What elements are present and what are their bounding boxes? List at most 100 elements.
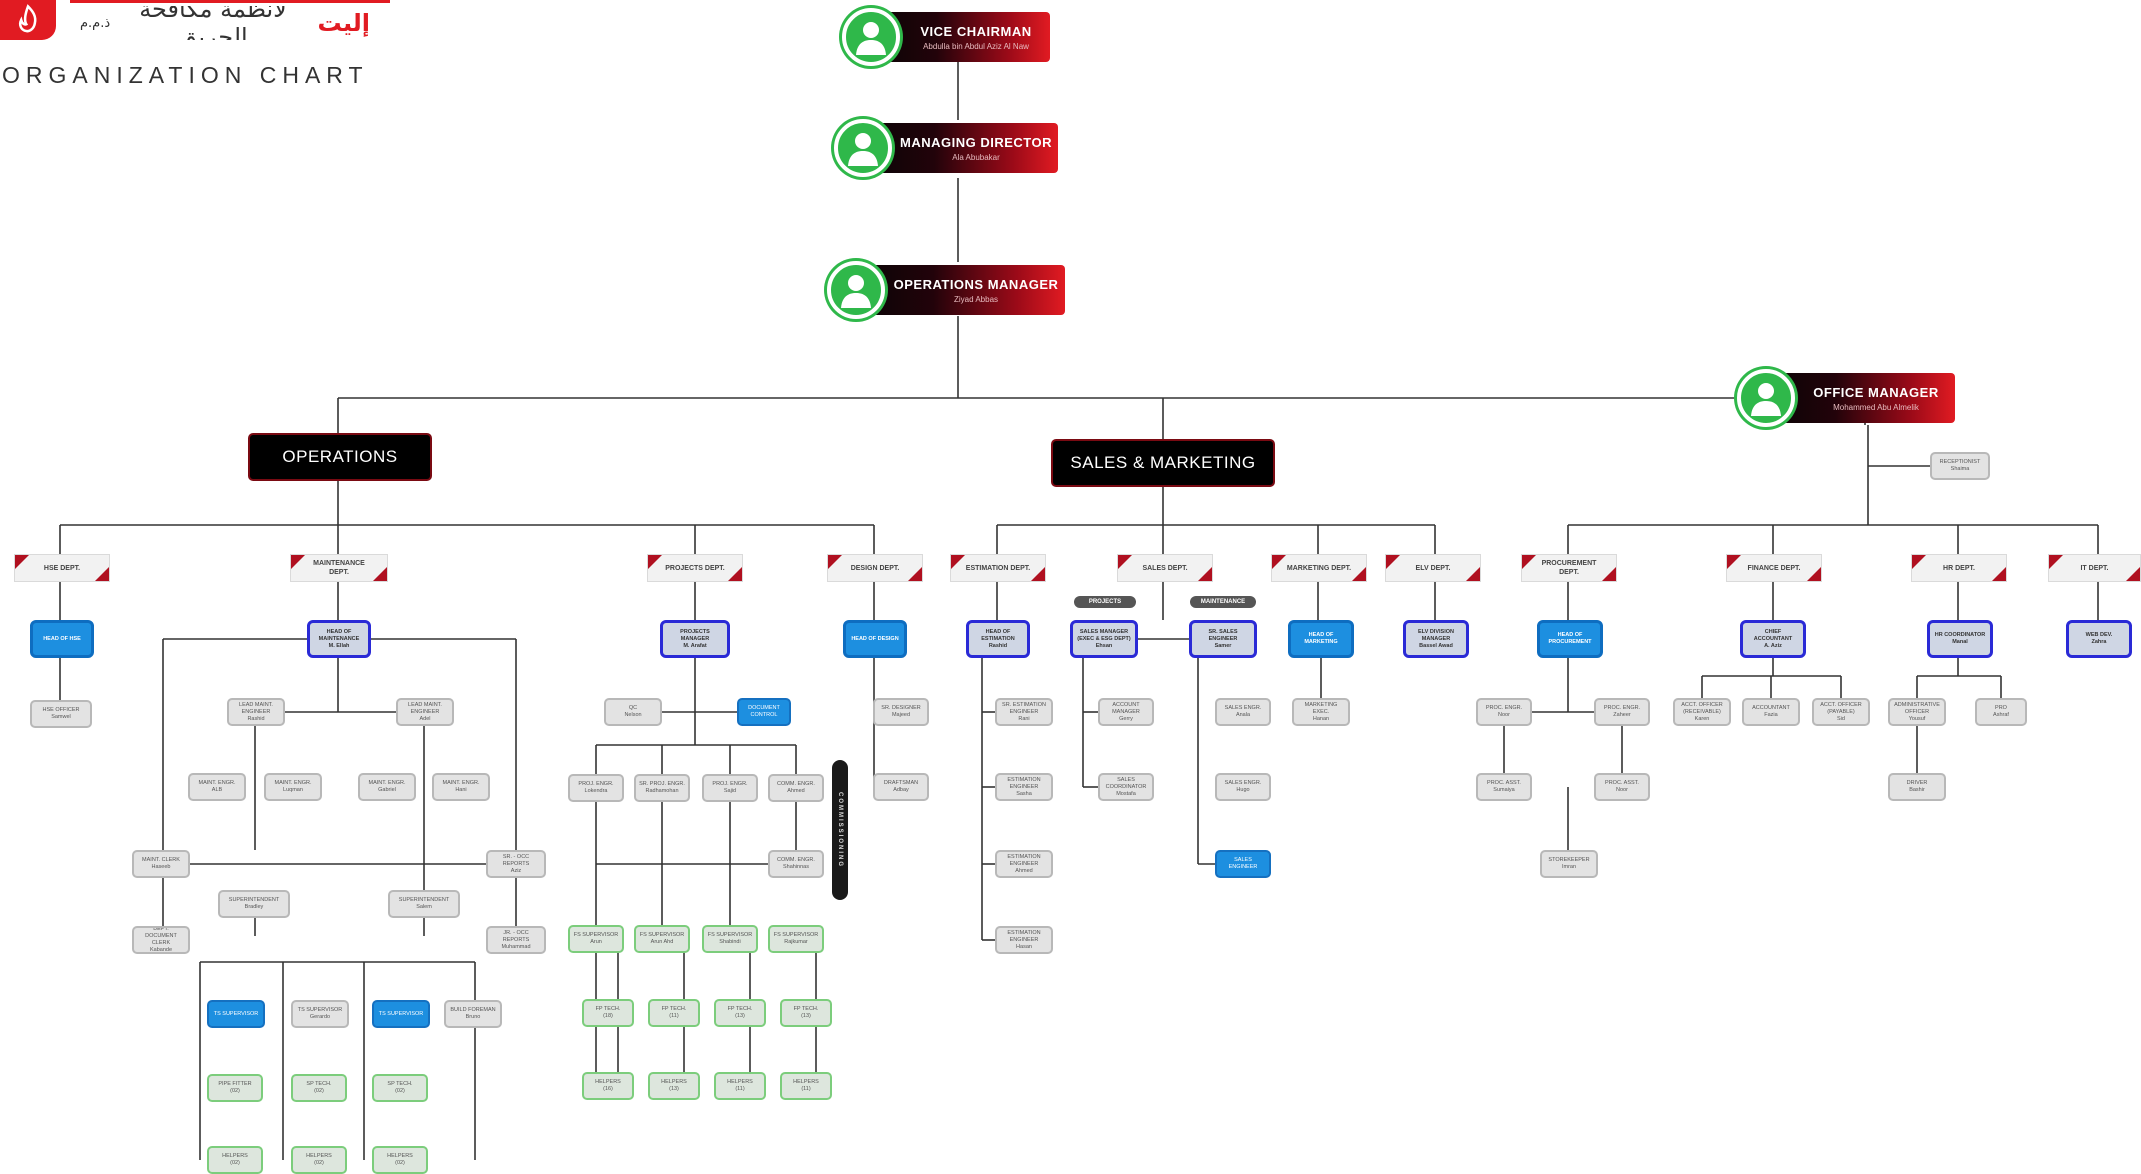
staff-card-s_ft2: FP TECH. (11) xyxy=(648,999,700,1027)
staff-card-s_ts1: TS SUPERVISOR xyxy=(207,1000,265,1028)
staff-card-s_ac2: ACCOUNTANT Fazia xyxy=(1742,698,1800,726)
staff-card-s_hr2: PRO Ashraf xyxy=(1975,698,2027,726)
exec-title: VICE CHAIRMAN xyxy=(920,23,1032,39)
staff-card-s_me2: MAINT. ENGR. Luqman xyxy=(264,773,322,801)
dept-tab-dsg: DESIGN DEPT. xyxy=(827,554,923,582)
staff-card-s_hr3: DRIVER Bashir xyxy=(1888,773,1946,801)
staff-card-s_hp3: HELPERS (11) xyxy=(714,1072,766,1100)
staff-card-s_qc: QC Nelson xyxy=(604,698,662,726)
exec-name: Ala Abubakar xyxy=(952,152,1000,162)
dept-tab-prj: PROJECTS DEPT. xyxy=(647,554,743,582)
dept-tab-mnt: MAINTENANCE DEPT. xyxy=(290,554,388,582)
staff-card-s_me4: MAINT. ENGR. Hani xyxy=(432,773,490,801)
person-avatar-icon xyxy=(834,119,892,177)
staff-card-s_dsg2: DRAFTSMAN Adbay xyxy=(873,773,929,801)
staff-card-s_es3: ESTIMATION ENGINEER Ahmed xyxy=(995,850,1053,878)
dept-tab-it: IT DEPT. xyxy=(2048,554,2141,582)
exec-name: Mohammed Abu Almelik xyxy=(1833,402,1919,412)
staff-card-s_doc: DEPT. DOCUMENT CLERK Kabande xyxy=(132,926,190,954)
head-card-h_sal2: SR. SALES ENGINEER Samer xyxy=(1189,620,1257,658)
staff-card-s_hl3: HELPERS (02) xyxy=(372,1146,428,1174)
staff-card-s_pr4: PROC. ASST. Noor xyxy=(1594,773,1650,801)
staff-card-s_es4: ESTIMATION ENGINEER Hasan xyxy=(995,926,1053,954)
staff-card-s_hl1: HELPERS (02) xyxy=(207,1146,263,1174)
head-card-h_prj: PROJECTS MANAGER M. Arafat xyxy=(660,620,730,658)
flame-logo-icon xyxy=(0,0,56,40)
department-label-ops: OPERATIONS xyxy=(250,435,430,479)
person-silhouette-icon xyxy=(848,133,878,166)
staff-card-s_ft3: FP TECH. (13) xyxy=(714,999,766,1027)
staff-card-s_pt1: PIPE FITTER (02) xyxy=(207,1074,263,1102)
staff-card-s_se1: SALES ENGR. Anala xyxy=(1215,698,1271,726)
dept-tab-mkt: MARKETING DEPT. xyxy=(1271,554,1367,582)
staff-card-s_ce2: COMM. ENGR. Shahinnas xyxy=(768,850,824,878)
exec-name: Abdulla bin Abdul Aziz Al Naw xyxy=(923,41,1029,51)
logo-underline xyxy=(70,0,390,3)
head-card-h_sal1: SALES MANAGER (EXEC & ESG DEPT) Ehsan xyxy=(1070,620,1138,658)
page-title: ORGANIZATION CHART xyxy=(2,61,369,88)
logo-suffix: ذ.م.م xyxy=(80,15,111,31)
head-card-h_est: HEAD OF ESTIMATION Rashid xyxy=(966,620,1030,658)
staff-card-s_ft4: FP TECH. (13) xyxy=(780,999,832,1027)
department-label-sm: SALES & MARKETING xyxy=(1053,441,1273,485)
person-silhouette-icon xyxy=(1751,383,1781,416)
staff-card-s_rep1: SR. - OCC REPORTS Aziz xyxy=(486,850,546,878)
staff-card-s_hp1: HELPERS (16) xyxy=(582,1072,634,1100)
staff-card-s_fs2: FS SUPERVISOR Arun Ahd xyxy=(634,925,690,953)
staff-card-s_bf: BUILD FOREMAN Bruno xyxy=(444,1000,502,1028)
commissioning-bar: COMMISSIONING xyxy=(832,760,848,900)
staff-card-s_doccon: DOCUMENT CONTROL xyxy=(737,698,791,726)
staff-card-s_ft1: FP TECH. (18) xyxy=(582,999,634,1027)
head-card-h_it: WEB DEV. Zahra xyxy=(2066,620,2132,658)
staff-card-s_mkt1: MARKETING EXEC. Hanan xyxy=(1292,698,1350,726)
staff-card-s_ac3: ACCT. OFFICER (PAYABLE) Sid xyxy=(1812,698,1870,726)
dept-tab-hse: HSE DEPT. xyxy=(14,554,110,582)
staff-card-s_hp4: HELPERS (11) xyxy=(780,1072,832,1100)
company-logo-text: ذ.م.م لأنظمة مكافحة الحريق إليت xyxy=(80,6,370,40)
logo-rest: لأنظمة مكافحة الحريق xyxy=(139,6,287,40)
staff-card-s_hp2: HELPERS (13) xyxy=(648,1072,700,1100)
staff-card-s_rec: RECEPTIONIST Shaima xyxy=(1930,452,1990,480)
staff-card-s_hl2: HELPERS (02) xyxy=(291,1146,347,1174)
head-card-h_hse: HEAD OF HSE xyxy=(30,620,94,658)
person-silhouette-icon xyxy=(856,22,886,55)
dept-tab-est: ESTIMATION DEPT. xyxy=(950,554,1046,582)
section-pill-p_mnt: MAINTENANCE xyxy=(1190,596,1256,608)
staff-card-s_lme2: LEAD MAINT. ENGINEER Adel xyxy=(396,698,454,726)
staff-card-s_lme1: LEAD MAINT. ENGINEER Rashid xyxy=(227,698,285,726)
staff-card-s_fs4: FS SUPERVISOR Rajkumar xyxy=(768,925,824,953)
dept-tab-hr: HR DEPT. xyxy=(1911,554,2007,582)
head-card-h_prc: HEAD OF PROCUREMENT xyxy=(1537,620,1603,658)
staff-card-s_hr1: ADMINISTRATIVE OFFICER Yousuf xyxy=(1888,698,1946,726)
staff-card-s_pe3: PROJ. ENGR. Sajid xyxy=(702,774,758,802)
dept-tab-elv: ELV DEPT. xyxy=(1385,554,1481,582)
person-silhouette-icon xyxy=(841,275,871,308)
staff-card-s_rep2: JR. - OCC REPORTS Muhammad xyxy=(486,926,546,954)
exec-title: OFFICE MANAGER xyxy=(1813,384,1939,400)
head-card-h_hr: HR COORDINATOR Manal xyxy=(1927,620,1993,658)
staff-card-s_pr1: PROC. ENGR. Noor xyxy=(1476,698,1532,726)
exec-title: OPERATIONS MANAGER xyxy=(893,276,1059,292)
staff-card-s_am: ACCOUNT MANAGER Gerry xyxy=(1098,698,1154,726)
head-card-h_elv: ELV DIVISION MANAGER Bassel Awad xyxy=(1403,620,1469,658)
staff-card-s_se2: SALES ENGR. Hugo xyxy=(1215,773,1271,801)
staff-card-s_pr3: PROC. ASST. Sumaiya xyxy=(1476,773,1532,801)
staff-card-s_me1: MAINT. ENGR. ALB xyxy=(188,773,246,801)
head-card-h_mkt: HEAD OF MARKETING xyxy=(1288,620,1354,658)
exec-name: Ziyad Abbas xyxy=(953,294,999,304)
dept-tab-prc: PROCUREMENT DEPT. xyxy=(1521,554,1617,582)
staff-card-s_pr2: PROC. ENGR. Zaheer xyxy=(1594,698,1650,726)
section-pill-p_proj: PROJECTS xyxy=(1074,596,1136,608)
dept-tab-fin: FINANCE DEPT. xyxy=(1726,554,1822,582)
staff-card-s_sk: STOREKEEPER Imran xyxy=(1540,850,1598,878)
person-avatar-icon xyxy=(1737,369,1795,427)
exec-title: MANAGING DIRECTOR xyxy=(900,134,1052,150)
staff-card-s_fs1: FS SUPERVISOR Arun xyxy=(568,925,624,953)
head-card-h_dsg: HEAD OF DESIGN xyxy=(843,620,907,658)
staff-card-s_dsg1: SR. DESIGNER Majeed xyxy=(873,698,929,726)
staff-card-s_ce1: COMM. ENGR. Ahmed xyxy=(768,774,824,802)
staff-card-s_sv2: SUPERINTENDENT Salem xyxy=(388,890,460,918)
staff-card-s_es1: SR. ESTIMATION ENGINEER Rani xyxy=(995,698,1053,726)
staff-card-s_es2: ESTIMATION ENGINEER Sasha xyxy=(995,773,1053,801)
